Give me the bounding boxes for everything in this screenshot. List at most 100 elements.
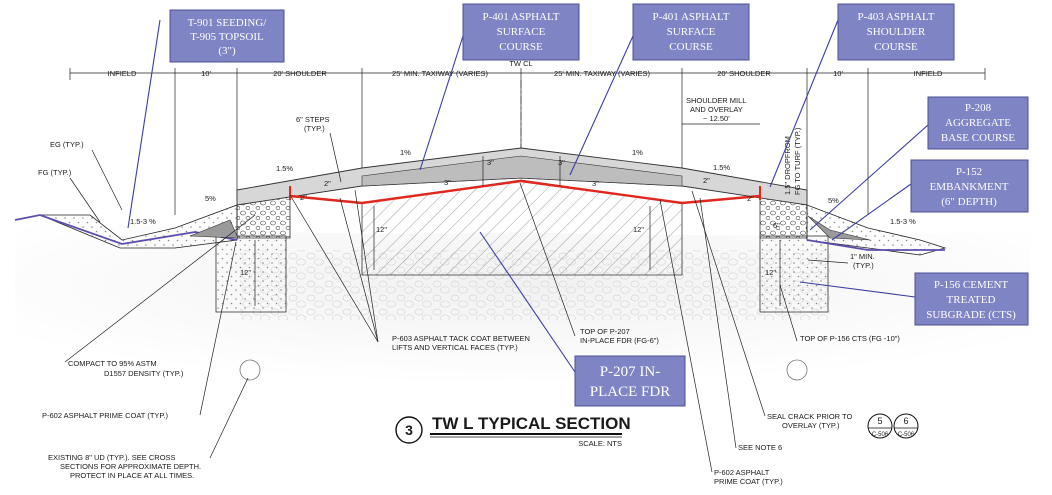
svg-text:T-905 TOPSOIL: T-905 TOPSOIL bbox=[190, 31, 264, 43]
note-dropoff-2: FG TO TURF (TYP.) bbox=[793, 127, 802, 195]
slope-5pct-left: 5% bbox=[205, 194, 216, 203]
section-number: 3 bbox=[405, 422, 413, 438]
note-mill-1: SHOULDER MILL bbox=[686, 96, 746, 105]
dim-taxiway-right: 25' MIN. TAXIWAY (VARIES) bbox=[554, 69, 650, 78]
dim-3-b: 3" bbox=[444, 178, 451, 187]
callout-leaders bbox=[127, 19, 929, 373]
slope-15pct-left: 1.5% bbox=[276, 164, 293, 173]
dim-10-right: 10' bbox=[833, 69, 843, 78]
section-title: TW L TYPICAL SECTION bbox=[432, 414, 631, 433]
dim-12-a: 12" bbox=[376, 225, 387, 234]
vertical-dims bbox=[254, 156, 781, 306]
note-steps-1: 6" STEPS bbox=[296, 115, 330, 124]
svg-text:COURSE: COURSE bbox=[499, 41, 543, 53]
cts-right bbox=[759, 235, 829, 313]
dim-6-a: 6" bbox=[773, 221, 780, 230]
svg-text:BASE COURSE: BASE COURSE bbox=[941, 132, 1016, 144]
note-p602-left: P-602 ASPHALT PRIME COAT (TYP.) bbox=[42, 411, 169, 420]
callout-p401-a: P-401 ASPHALT SURFACE COURSE bbox=[462, 3, 580, 61]
svg-text:COURSE: COURSE bbox=[669, 41, 713, 53]
note-leaders bbox=[64, 132, 849, 473]
note-tack-1: P-603 ASPHALT TACK COAT BETWEEN bbox=[392, 334, 530, 343]
dim-2-d: 2" bbox=[747, 194, 754, 203]
svg-text:P-156 CEMENT: P-156 CEMENT bbox=[934, 279, 1009, 291]
note-mill-2: AND OVERLAY bbox=[690, 105, 743, 114]
detail-ref-2[interactable]: 6 C-506 bbox=[893, 413, 919, 439]
section-scale: SCALE: NTS bbox=[578, 439, 622, 448]
dim-12-b: 12" bbox=[633, 225, 644, 234]
dim-centerline: TW CL bbox=[509, 59, 532, 68]
svg-text:EMBANKMENT: EMBANKMENT bbox=[930, 181, 1009, 193]
slope-5pct-right: 5% bbox=[828, 196, 839, 205]
dim-taxiway-left: 25' MIN. TAXIWAY (VARIES) bbox=[392, 69, 488, 78]
note-1min-2: (TYP.) bbox=[853, 261, 874, 270]
note-dropoff-1: 1.5" DROPFROM bbox=[783, 136, 792, 195]
svg-text:P-152: P-152 bbox=[956, 166, 982, 178]
asphalt-surface-upper bbox=[361, 155, 683, 187]
note-steps-2: (TYP.) bbox=[304, 124, 325, 133]
note-6: SEE NOTE 6 bbox=[738, 443, 782, 452]
svg-text:SHOULDER: SHOULDER bbox=[867, 26, 926, 38]
underdrain-left bbox=[239, 359, 261, 381]
note-topfdr-1: TOP OF P-207 bbox=[580, 327, 630, 336]
note-compact-2: D1557 DENSITY (TYP.) bbox=[104, 369, 184, 378]
note-mill-dim: ~ 12.50' bbox=[703, 114, 730, 123]
prime-coat-line bbox=[289, 179, 761, 205]
dim-infield-left: INFIELD bbox=[108, 69, 137, 78]
callout-t901: T-901 SEEDING/ T-905 TOPSOIL (3") bbox=[169, 9, 285, 63]
cts-left bbox=[215, 235, 287, 313]
svg-text:5: 5 bbox=[877, 416, 882, 426]
dim-2-c: 2" bbox=[703, 176, 710, 185]
dim-3-a: 3" bbox=[487, 158, 494, 167]
slope-ratio-left: 1.5-3 % bbox=[130, 217, 156, 226]
callout-p208: P-208 AGGREGATE BASE COURSE bbox=[927, 96, 1029, 150]
callout-p152: P-152 EMBANKMENT (6" DEPTH) bbox=[910, 159, 1029, 213]
note-seal-2: OVERLAY (TYP.) bbox=[782, 421, 840, 430]
dim-12-d: 12" bbox=[765, 268, 776, 277]
slope-ratio-right: 1.5-3 % bbox=[890, 217, 916, 226]
dim-3-d: 3" bbox=[592, 179, 599, 188]
note-seal-1: SEAL CRACK PRIOR TO bbox=[767, 412, 852, 421]
slope-15pct-right: 1.5% bbox=[713, 163, 730, 172]
svg-text:C-506: C-506 bbox=[898, 432, 915, 438]
note-fg: FG (TYP.) bbox=[38, 168, 72, 177]
svg-text:TREATED: TREATED bbox=[947, 294, 996, 306]
svg-text:P-401 ASPHALT: P-401 ASPHALT bbox=[653, 11, 730, 23]
section-title-block: 3 TW L TYPICAL SECTION SCALE: NTS bbox=[395, 414, 631, 448]
note-p602-right-2: PRIME COAT (TYP.) bbox=[714, 477, 783, 486]
slope-1pct-left: 1% bbox=[400, 148, 411, 157]
note-ud-1: EXISTING 8" UD (TYP.). SEE CROSS bbox=[48, 453, 176, 462]
dim-shoulder-left: 20' SHOULDER bbox=[273, 69, 327, 78]
svg-text:P-207 IN-: P-207 IN- bbox=[600, 364, 660, 380]
note-eg: EG (TYP.) bbox=[50, 140, 84, 149]
note-ud-2: SECTIONS FOR APPROXIMATE DEPTH. bbox=[60, 462, 201, 471]
note-p602-right-1: P-602 ASPHALT bbox=[714, 468, 770, 477]
svg-text:AGGREGATE: AGGREGATE bbox=[945, 117, 1011, 129]
note-1min-1: 1" MIN. bbox=[850, 252, 875, 261]
svg-text:SUBGRADE (CTS): SUBGRADE (CTS) bbox=[926, 309, 1016, 321]
dim-2-b: 2" bbox=[300, 193, 307, 202]
svg-text:PLACE FDR: PLACE FDR bbox=[590, 384, 670, 400]
note-compact-1: COMPACT TO 95% ASTM bbox=[68, 359, 157, 368]
underdrain-right bbox=[786, 359, 808, 381]
svg-text:P-401 ASPHALT: P-401 ASPHALT bbox=[483, 11, 560, 23]
dim-3-c: 3" bbox=[558, 158, 565, 167]
note-ud-3: PROTECT IN PLACE AT ALL TIMES. bbox=[70, 471, 194, 480]
callout-p401-b: P-401 ASPHALT SURFACE COURSE bbox=[632, 3, 750, 61]
svg-text:C-506: C-506 bbox=[872, 432, 889, 438]
callout-p156: P-156 CEMENT TREATED SUBGRADE (CTS) bbox=[914, 272, 1029, 326]
svg-text:SURFACE: SURFACE bbox=[497, 26, 546, 38]
dim-12-c: 12" bbox=[240, 268, 251, 277]
note-topfdr-2: IN-PLACE FDR (FG-6") bbox=[580, 336, 659, 345]
svg-text:COURSE: COURSE bbox=[874, 41, 918, 53]
svg-text:P-208: P-208 bbox=[965, 102, 992, 114]
svg-text:6: 6 bbox=[903, 416, 908, 426]
note-topcts: TOP OF P-156 CTS (FG -10") bbox=[800, 334, 900, 343]
svg-text:P-403 ASPHALT: P-403 ASPHALT bbox=[858, 11, 935, 23]
svg-text:T-901 SEEDING/: T-901 SEEDING/ bbox=[188, 17, 268, 29]
embankment-left bbox=[39, 204, 238, 249]
detail-ref-1[interactable]: 5 C-506 bbox=[867, 413, 893, 439]
dim-shoulder-right: 20' SHOULDER bbox=[717, 69, 771, 78]
